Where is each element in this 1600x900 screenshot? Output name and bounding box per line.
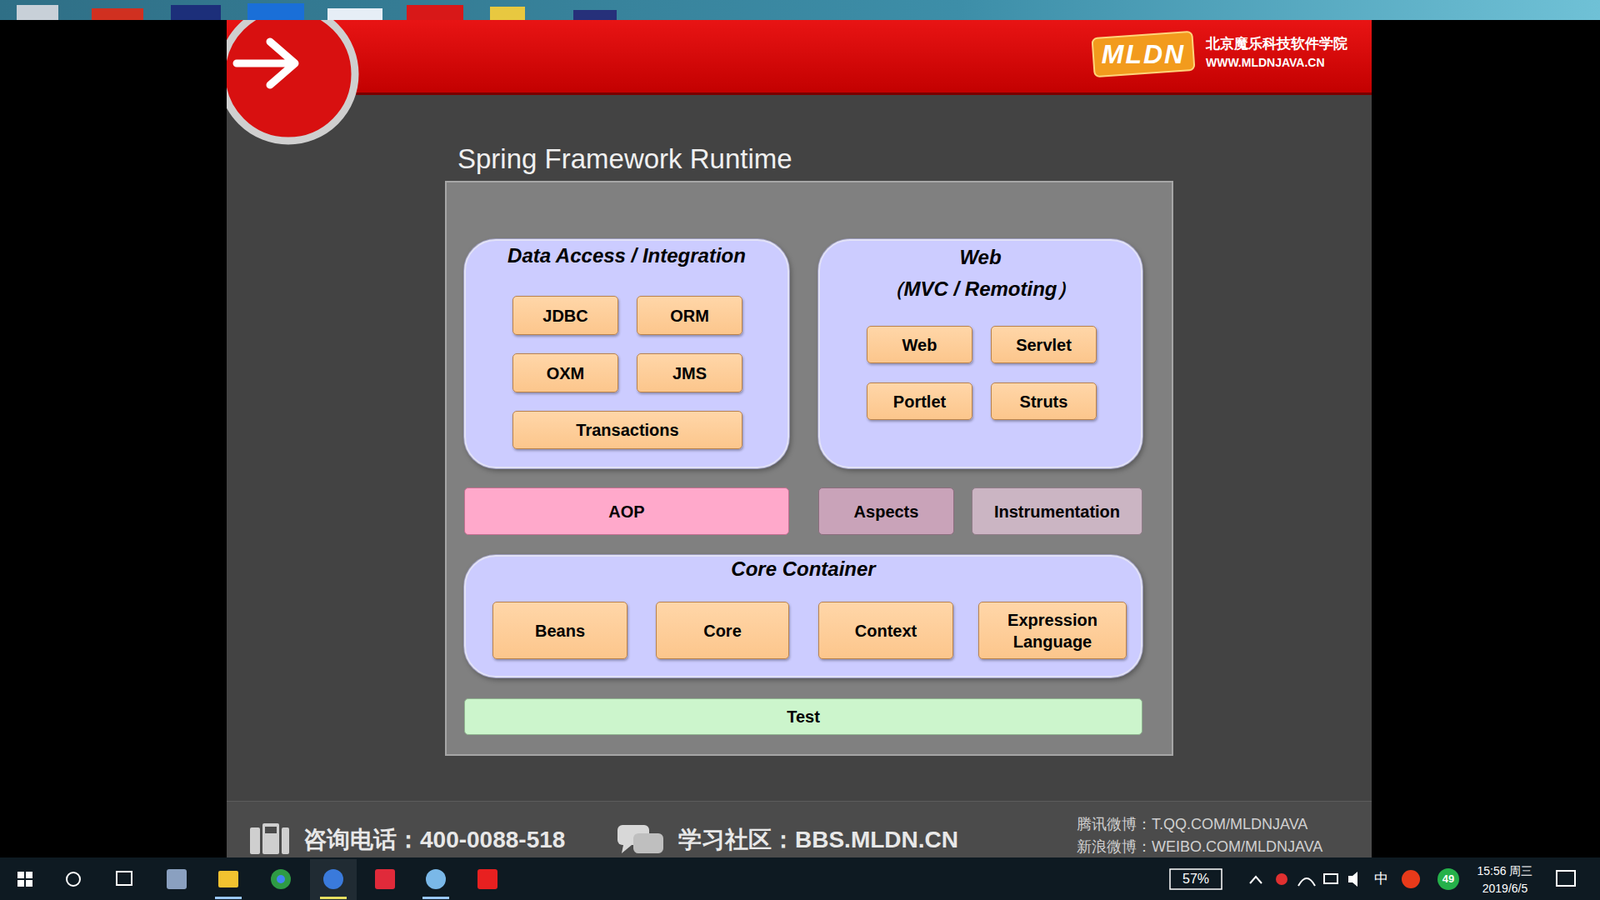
taskbar bbox=[0, 857, 1600, 900]
module-box: Servlet bbox=[990, 325, 1097, 364]
website-url: WWW.MLDNJAVA.CN bbox=[1205, 55, 1325, 70]
taskbar-icons bbox=[17, 859, 1575, 900]
header-bar bbox=[226, 20, 1372, 95]
slide-title: Spring Framework Runtime bbox=[457, 142, 793, 176]
group-heading: （MVC / Remoting） bbox=[884, 273, 1078, 305]
chat-icon bbox=[617, 825, 664, 854]
aspects-box: Aspects bbox=[818, 487, 955, 535]
module-box: ORM bbox=[636, 295, 743, 335]
group-heading: Data Access / Integration bbox=[507, 243, 746, 269]
module-box: Beans bbox=[492, 601, 628, 660]
module-label: Context bbox=[855, 620, 917, 642]
battery-percent: 57% bbox=[1182, 870, 1210, 887]
group-heading: Web bbox=[959, 241, 1001, 274]
module-group: Core ContainerBeans Core Context Expression… bbox=[464, 555, 1143, 678]
logo-text: MLDN bbox=[1101, 38, 1185, 70]
module-label: JMS bbox=[672, 362, 707, 385]
module-label: Expression Language bbox=[984, 609, 1121, 653]
module-label: Web bbox=[902, 334, 938, 356]
community-url: 学习社区：BBS.MLDN.CN bbox=[678, 825, 959, 855]
slide-background bbox=[226, 20, 1372, 858]
aop-band: AOP bbox=[464, 487, 790, 535]
module-label: Portlet bbox=[893, 390, 946, 413]
module-label: ORM bbox=[670, 305, 710, 327]
footer-line bbox=[226, 800, 1372, 802]
arrow-icon bbox=[236, 41, 295, 85]
desktop-icons bbox=[16, 3, 617, 20]
phone-icon bbox=[250, 823, 290, 855]
input-method: 中 bbox=[1374, 870, 1389, 888]
module-label: Servlet bbox=[1015, 334, 1072, 356]
module-box: Portlet bbox=[866, 382, 973, 420]
module-label: Aspects bbox=[854, 500, 920, 523]
phone-number: 咨询电话：400-0088-518 bbox=[303, 825, 565, 855]
module-label: Beans bbox=[535, 620, 585, 642]
module-box: Context bbox=[818, 601, 954, 660]
module-box: Struts bbox=[990, 382, 1097, 420]
weibo-link: 腾讯微博：T.QQ.COM/MLDNJAVA bbox=[1076, 815, 1308, 835]
module-label: Test bbox=[786, 705, 820, 728]
clock-date: 2019/6/5 bbox=[1482, 881, 1529, 896]
module-box: OXM bbox=[512, 353, 619, 393]
footer-bar bbox=[226, 800, 1372, 858]
weibo-link: 新浪微博：WEIBO.COM/MLDNJAVA bbox=[1076, 838, 1323, 857]
clock-time: 15:56 周三 bbox=[1477, 864, 1534, 879]
desktop-wallpaper-strip bbox=[0, 0, 1600, 20]
module-group: Web（MVC / Remoting）WebServletPortletStru… bbox=[818, 239, 1143, 469]
module-label: Struts bbox=[1020, 390, 1069, 413]
module-label: Core bbox=[703, 620, 742, 642]
module-box: Web bbox=[866, 325, 973, 364]
module-label: OXM bbox=[546, 362, 585, 385]
runtime-panel bbox=[445, 181, 1173, 755]
header-shadow bbox=[226, 92, 1372, 95]
module-box: JMS bbox=[636, 353, 743, 393]
group-heading: Core Container bbox=[730, 556, 875, 582]
module-label: Instrumentation bbox=[994, 500, 1120, 523]
module-label: AOP bbox=[608, 500, 645, 523]
test-band: Test bbox=[464, 698, 1143, 735]
module-box: Core bbox=[655, 601, 790, 660]
module-group: Data Access / IntegrationJDBC ORM OXM JMS Tr… bbox=[464, 239, 790, 469]
logo-tile bbox=[1092, 31, 1195, 77]
module-box: Transactions bbox=[512, 410, 743, 450]
badge-number: 49 bbox=[1442, 872, 1455, 886]
module-label: JDBC bbox=[542, 305, 588, 327]
module-box: JDBC bbox=[512, 295, 619, 335]
module-label: Transactions bbox=[575, 419, 679, 441]
header-badge bbox=[226, 20, 355, 141]
module-box: Expression Language bbox=[978, 601, 1127, 660]
school-name: 北京魔乐科技软件学院 bbox=[1205, 35, 1348, 53]
instrumentation-box: Instrumentation bbox=[971, 487, 1143, 535]
